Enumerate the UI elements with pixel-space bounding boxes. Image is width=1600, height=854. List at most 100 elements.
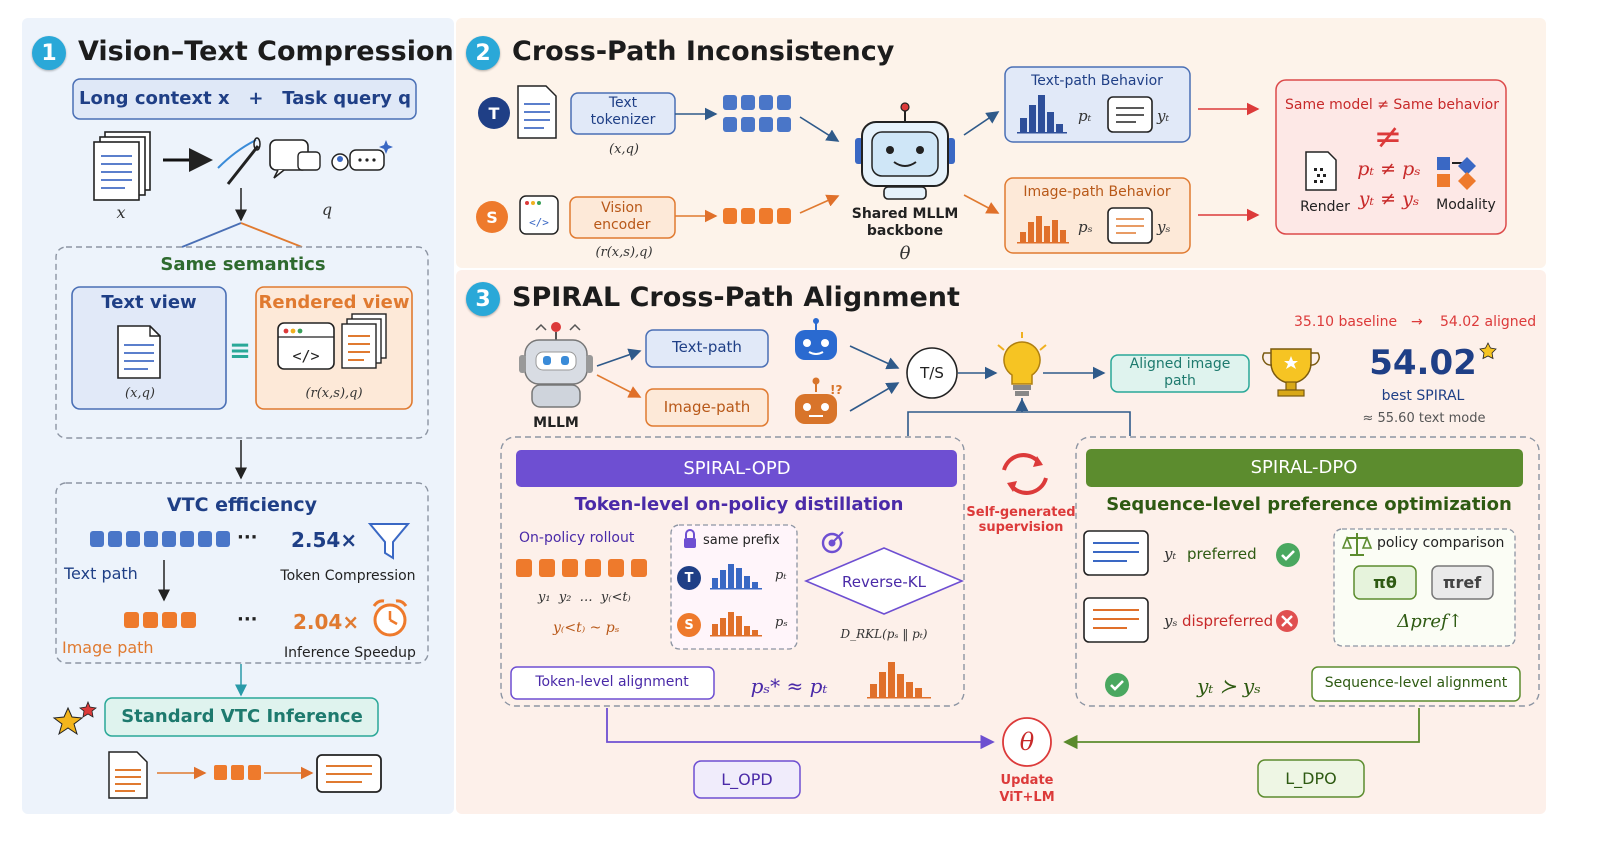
opd-title: SPIRAL-OPD xyxy=(683,458,791,479)
inference-speedup-label: Inference Speedup xyxy=(284,645,416,661)
text-tokenizer-label: Text tokenizer xyxy=(590,95,656,128)
input-box-label: Long context x + Task query q xyxy=(79,88,411,109)
text-behavior-label: Text-path Behavior xyxy=(1031,73,1163,89)
reverse-kl-diamond xyxy=(803,547,965,615)
text-view-doc-icon xyxy=(117,325,161,379)
token-compression-label: Token Compression xyxy=(280,568,416,584)
token-align-box xyxy=(510,666,715,700)
reverse-kl-label: Reverse-KL xyxy=(842,573,926,591)
ps-approx-pt: pₛ* ≈ pₜ xyxy=(750,674,828,698)
opd-subtitle: Token-level on-policy distillation xyxy=(574,494,904,515)
rendered-doc-stack-icon xyxy=(341,313,387,369)
ts-label: T/S xyxy=(920,364,944,382)
q-label: q xyxy=(321,200,333,219)
token-align-label: Token-level alignment xyxy=(535,674,689,690)
modality-icon xyxy=(1437,157,1476,190)
l-opd-box xyxy=(693,760,801,799)
text-behavior-bars xyxy=(1017,95,1067,134)
rollout-token-row xyxy=(516,559,647,577)
dispreferred-doc-icon xyxy=(1083,597,1149,643)
image-behavior-bars xyxy=(1017,216,1069,244)
image-behavior-label: Image-path Behavior xyxy=(1023,184,1171,200)
aligned-label: Aligned image path xyxy=(1129,356,1231,389)
update-theta-circle xyxy=(1002,717,1052,767)
dpo-subtitle: Sequence-level preference optimization xyxy=(1106,494,1512,515)
image-behavior-ps: pₛ xyxy=(1078,218,1093,236)
p3-text-path-box xyxy=(645,329,769,368)
text-doc-icon xyxy=(517,85,557,139)
best-spiral-label: best SPIRAL xyxy=(1381,388,1465,404)
check-icon-2 xyxy=(1105,673,1129,697)
vtc-efficiency-label: VTC efficiency xyxy=(166,494,318,516)
image-token-row-2 xyxy=(723,208,791,224)
opd-teacher-bars xyxy=(710,564,762,590)
aligned-bars xyxy=(867,662,931,699)
prefix-sample: y₍<t₎ ~ pₛ xyxy=(553,620,620,636)
output-box-icon xyxy=(316,754,382,793)
dpo-title-bar xyxy=(1086,449,1523,487)
p3-image-path-label: Image-path xyxy=(663,398,751,416)
rendered-view-sub: (r(x,s),q) xyxy=(305,386,363,401)
dpo-update-arrow xyxy=(1063,708,1420,750)
pi-theta-box xyxy=(1353,565,1417,600)
ts-circle xyxy=(906,347,958,399)
same-prefix-label: same prefix xyxy=(703,533,780,548)
vision-encoder-label: Vision encoder xyxy=(593,200,651,233)
opd-title-bar xyxy=(516,450,957,487)
panel-2-title: Cross-Path Inconsistency xyxy=(512,36,895,67)
vtc-efficiency-box xyxy=(55,482,429,664)
svg-text:</>: </> xyxy=(292,347,319,365)
panel-2-badge: 2 xyxy=(466,36,500,70)
pi-ref-box xyxy=(1431,565,1494,600)
preferred-doc-icon xyxy=(1083,530,1149,576)
neq-symbol: ≠ xyxy=(1373,117,1403,157)
bottom-doc-icon xyxy=(108,751,148,799)
pi-ref-label: πref xyxy=(1442,573,1482,592)
lightbulb-icon xyxy=(997,332,1047,396)
render-label: Render xyxy=(1300,199,1350,215)
image-path-label: Image path xyxy=(62,638,154,657)
opd-student-bars xyxy=(710,612,762,637)
rollout-label: On-policy rollout xyxy=(519,530,635,546)
cross-icon xyxy=(1276,610,1298,632)
mllm-robot-icon xyxy=(519,322,593,408)
update-label-1: Update xyxy=(1000,773,1054,788)
text-behavior-yt: yₜ xyxy=(1157,107,1170,125)
opd-pt: pₜ xyxy=(775,568,787,583)
same-model-label: Same model ≠ Same behavior xyxy=(1284,97,1500,113)
lock-icon xyxy=(684,529,696,548)
l-dpo-box xyxy=(1257,759,1365,798)
image-behavior-ys: yₛ xyxy=(1157,218,1171,236)
baseline-left: 35.10 baseline xyxy=(1294,314,1398,330)
text-mode-label: ≈ 55.60 text mode xyxy=(1362,411,1486,426)
x-label: x xyxy=(116,203,126,222)
dispreferred-label: dispreferred xyxy=(1182,612,1274,630)
token-ratio: 2.54× xyxy=(291,528,358,552)
score-star-icon xyxy=(1479,342,1497,360)
teacher-robot-icon xyxy=(795,318,837,360)
best-score: 54.02 xyxy=(1369,343,1477,383)
backbone-label-2: backbone xyxy=(866,223,944,239)
method-bracket xyxy=(907,398,1131,436)
stars-icon xyxy=(52,700,97,736)
backbone-label-1: Shared MLLM xyxy=(851,206,959,222)
mllm-label: MLLM xyxy=(533,415,579,431)
panel-1-title: Vision–Text Compression xyxy=(78,36,454,67)
seq-align-label: Sequence-level alignment xyxy=(1324,675,1508,691)
p3-text-path-label: Text-path xyxy=(672,338,742,356)
question-bubble-icon xyxy=(269,139,321,179)
l-opd-label: L_OPD xyxy=(721,770,773,789)
text-behavior-pt: pₜ xyxy=(1078,107,1092,125)
svg-text:</>: </> xyxy=(529,216,549,229)
document-stack-icon xyxy=(93,131,151,201)
opd-ps: pₛ xyxy=(775,615,788,630)
yt-neq-ys: yₜ ≠ yₛ xyxy=(1358,188,1420,210)
dispreferred-ys: yₛ xyxy=(1164,612,1178,630)
text-token-grid xyxy=(723,95,791,132)
input-box xyxy=(72,78,417,120)
rendered-view-label: Rendered view xyxy=(258,292,410,313)
self-generated-label-1: Self-generated xyxy=(966,505,1076,520)
text-view-label: Text view xyxy=(101,292,197,313)
